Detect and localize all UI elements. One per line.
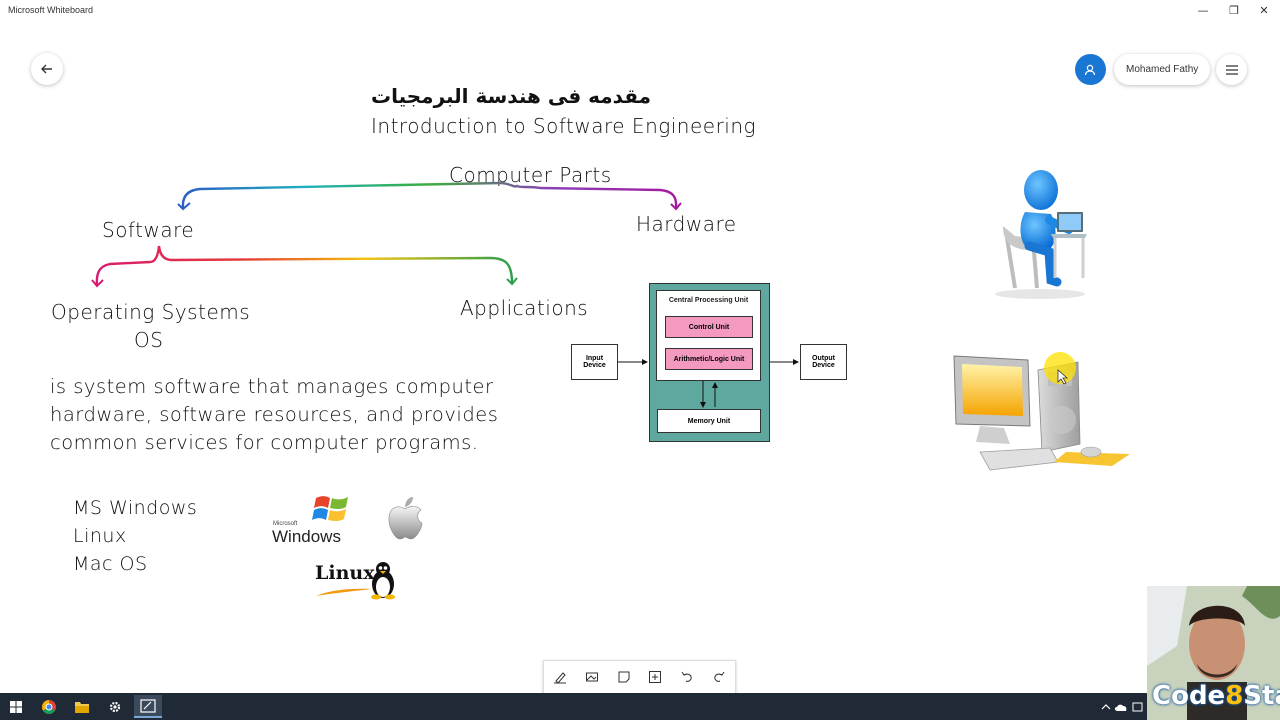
hardware-label: Hardware <box>636 212 737 236</box>
cursor-arrow-icon <box>1057 369 1069 385</box>
linux-logo[interactable]: Linux <box>315 560 401 602</box>
taskbar-whiteboard[interactable] <box>134 695 162 718</box>
webcam-overlay <box>1147 586 1280 720</box>
taskbar-settings[interactable] <box>101 695 129 718</box>
operating-systems-label: Operating Systems <box>51 300 251 324</box>
input-device-line: Input <box>585 355 604 362</box>
taskbar-file-explorer[interactable] <box>68 695 96 718</box>
definition-line-1: is system software that manages computer <box>50 375 494 398</box>
note-button[interactable] <box>614 667 634 687</box>
minimize-button[interactable]: — <box>1197 4 1209 17</box>
microsoft-wordmark: Microsoft <box>273 521 298 527</box>
onedrive-icon <box>1114 704 1127 711</box>
invite-button[interactable] <box>1075 54 1106 85</box>
parts-bracket-right-tip <box>670 202 682 211</box>
note-icon <box>618 671 630 683</box>
software-bracket-left-tip <box>91 279 104 288</box>
brand-code: Code <box>1152 681 1226 711</box>
redo-icon <box>714 671 725 682</box>
memory-unit-box: Memory Unit <box>657 409 761 433</box>
gear-icon <box>109 701 121 712</box>
output-device-box: Output Device <box>800 344 847 380</box>
add-content-button[interactable] <box>645 667 665 687</box>
output-device-line: Output <box>812 355 835 362</box>
presenter-video <box>1147 586 1280 720</box>
folder-icon <box>75 701 89 713</box>
parts-bracket-left-tip <box>177 202 191 211</box>
whiteboard-icon <box>140 698 156 713</box>
pen-tool-button[interactable] <box>550 667 570 687</box>
linux-swoosh <box>316 588 372 596</box>
undo-icon <box>681 671 692 682</box>
software-label: Software <box>102 218 195 242</box>
start-button[interactable] <box>2 695 30 718</box>
control-unit-box: Control Unit <box>665 316 753 338</box>
definition-line-3: common services for computer programs. <box>50 431 479 454</box>
pen-icon <box>553 672 566 684</box>
back-button[interactable] <box>31 53 63 85</box>
window-title: Microsoft Whiteboard <box>8 5 94 15</box>
redo-button[interactable] <box>709 667 729 687</box>
tux-penguin-icon <box>371 562 395 600</box>
input-device-box: Input Device <box>571 344 618 380</box>
arrow-left-icon <box>41 64 52 74</box>
definition-line-2: hardware, software resources, and provid… <box>50 403 499 426</box>
settings-menu-button[interactable] <box>1216 54 1247 85</box>
taskbar <box>0 693 1280 720</box>
user-at-laptop-clipart <box>995 170 1087 299</box>
image-icon <box>585 672 598 682</box>
brand-start: Start <box>1243 681 1280 711</box>
chevron-up-icon <box>1101 704 1111 710</box>
codestart-watermark: Code8Start <box>1152 681 1280 711</box>
network-icon <box>1132 702 1143 712</box>
undo-button[interactable] <box>677 667 697 687</box>
os-list-item: Linux <box>73 525 127 547</box>
close-button[interactable]: ✕ <box>1259 4 1269 17</box>
windows-wordmark: Windows <box>272 527 341 546</box>
applications-label: Applications <box>460 296 589 320</box>
linux-wordmark: Linux <box>315 562 375 584</box>
taskbar-chrome[interactable] <box>35 695 63 718</box>
desktop-computer-clipart <box>953 352 1130 471</box>
software-bracket-right-tip <box>506 277 518 286</box>
output-device-line: Device <box>812 362 835 369</box>
insert-image-button[interactable] <box>582 667 602 687</box>
windows-start-icon <box>10 700 22 713</box>
windows-flag-icon <box>312 496 348 521</box>
parts-bracket <box>181 181 678 209</box>
brand-mark: 8 <box>1225 681 1244 711</box>
title-english: Introduction to Software Engineering <box>371 114 757 138</box>
input-device-line: Device <box>583 362 606 369</box>
restore-button[interactable]: ❐ <box>1229 4 1239 17</box>
apple-logo-icon[interactable] <box>386 495 424 541</box>
title-arabic: مقدمه فى هندسة البرمجيات <box>371 84 651 108</box>
hamburger-icon <box>1225 64 1238 75</box>
chrome-icon <box>42 699 56 714</box>
bottom-toolbar <box>543 660 736 694</box>
windows-logo[interactable]: Microsoft Windows <box>272 492 354 546</box>
person-add-icon <box>1084 64 1095 75</box>
os-list-item: Mac OS <box>73 553 148 575</box>
os-list-item: MS Windows <box>73 497 198 519</box>
system-tray-icons[interactable] <box>1100 700 1146 714</box>
add-icon <box>649 671 662 683</box>
software-bracket <box>95 245 514 286</box>
user-account-button[interactable]: Mohamed Fathy <box>1114 54 1211 85</box>
alu-box: Arithmetic/Logic Unit <box>665 348 753 370</box>
cpu-label: Central Processing Unit <box>668 297 749 304</box>
title-bar: Microsoft Whiteboard <box>0 0 1280 22</box>
os-label: OS <box>134 328 164 352</box>
